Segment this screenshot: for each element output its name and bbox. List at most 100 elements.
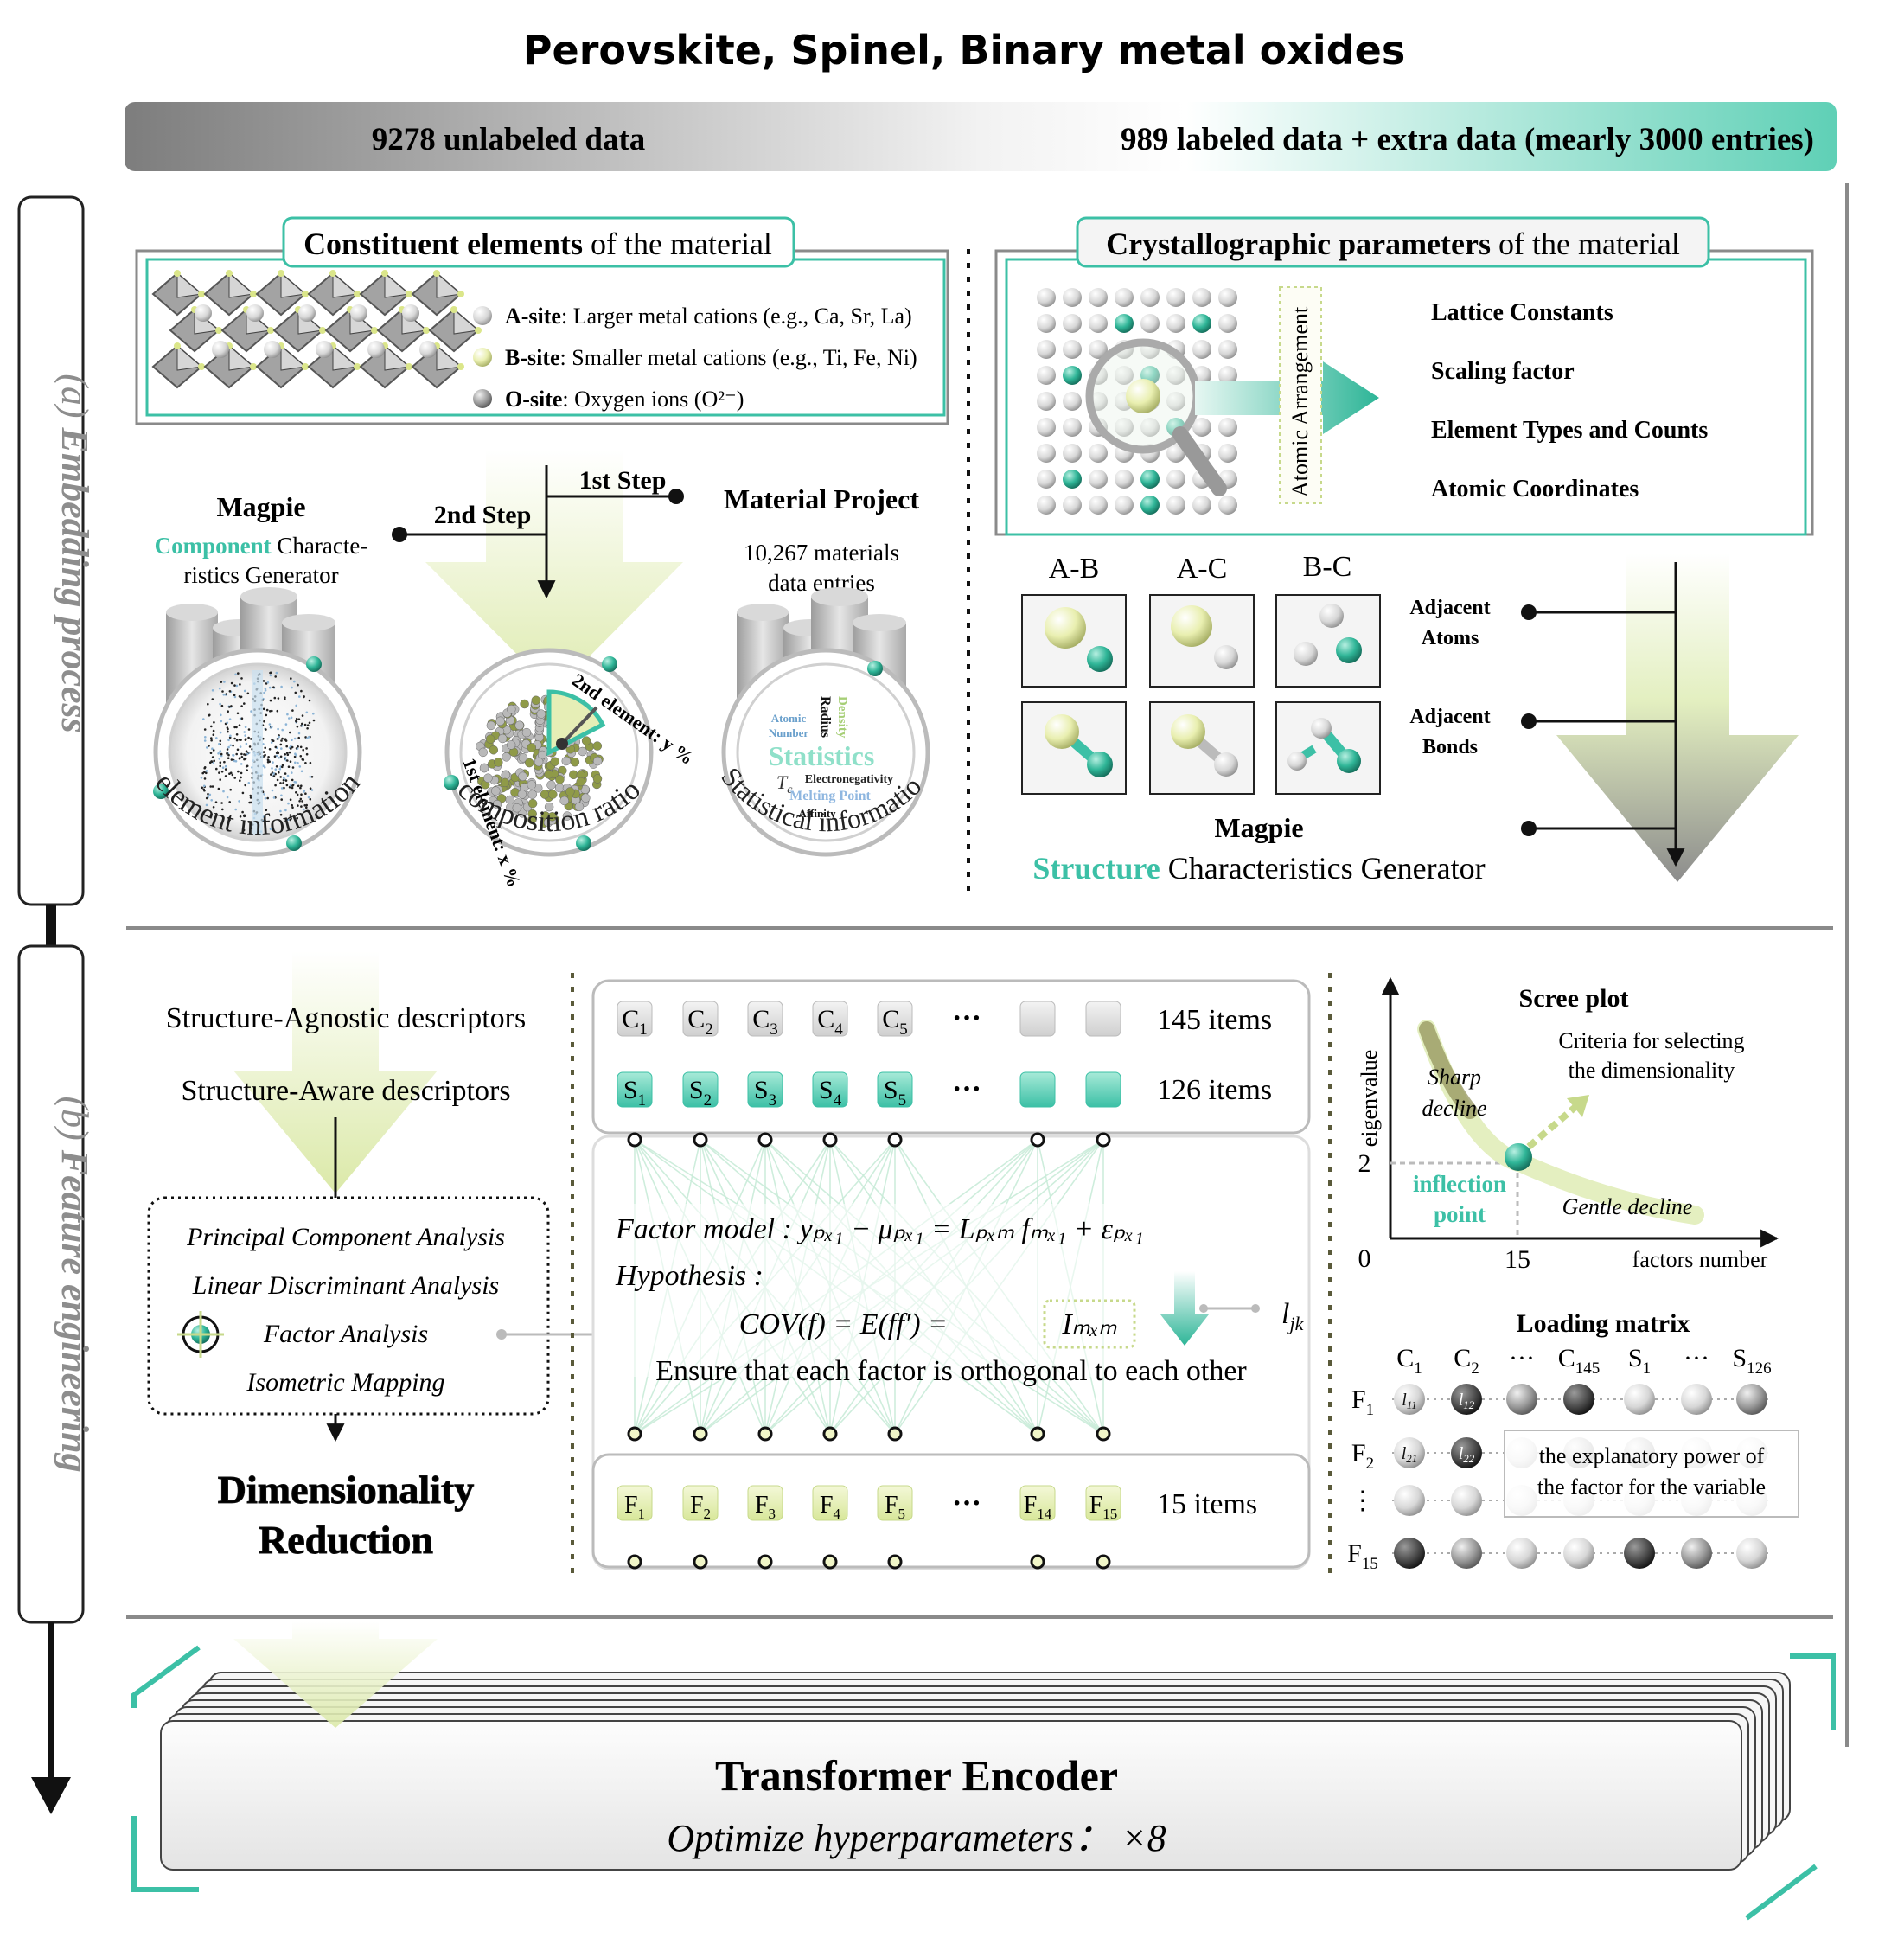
o-node (302, 363, 309, 370)
spray-dot (299, 786, 302, 790)
spray-dot (299, 755, 303, 758)
spray-dot (263, 691, 265, 694)
white-atom (1037, 496, 1056, 515)
spray-dot (241, 791, 245, 795)
spray-dot (264, 796, 267, 800)
granule (527, 743, 537, 752)
spray-dot (220, 704, 224, 707)
spray-dot (269, 699, 272, 702)
loading-col-label: ··· (1509, 1344, 1535, 1372)
f-box-label: F3 (755, 1492, 776, 1522)
pair-ball (1294, 642, 1318, 666)
a-site-ball (350, 304, 367, 322)
f-box (1085, 1485, 1121, 1521)
cloud-tc-sub: c (787, 784, 793, 796)
spray-dot (308, 721, 311, 725)
f-node-bottom (693, 1554, 708, 1570)
spray-dot (283, 786, 285, 790)
spray-dot (294, 761, 297, 764)
spray-dot (276, 709, 279, 713)
spray-dot (291, 806, 294, 809)
a-site-ball (212, 341, 229, 358)
white-atom (1192, 496, 1211, 515)
octahedron-face (384, 344, 411, 371)
spray-dot (247, 736, 250, 739)
spray-dot (240, 776, 242, 779)
spray-dot (298, 695, 301, 698)
spray-dot (269, 674, 272, 677)
white-atom (1166, 288, 1185, 307)
spray-dot (207, 702, 209, 706)
spray-dot (264, 819, 266, 822)
spray-dot (262, 751, 265, 753)
a-site-row: A-site: Larger metal cations (e.g., Ca, … (505, 304, 912, 329)
scree-title: Scree plot (1519, 984, 1629, 1013)
granule (554, 783, 565, 793)
granule (581, 736, 591, 745)
spray-dot (226, 748, 229, 751)
white-atom (1192, 340, 1211, 359)
spray-dot (243, 702, 246, 705)
spray-dot (275, 765, 278, 768)
spray-dot (219, 702, 221, 706)
spray-dot (227, 753, 230, 757)
spray-dot (240, 771, 243, 775)
granule (527, 815, 537, 825)
spray-dot (245, 764, 248, 768)
spray-dot (277, 697, 280, 700)
ellipsis: ··· (952, 1487, 981, 1519)
f-box (682, 1485, 719, 1521)
spray-dot (285, 745, 289, 748)
spray-dot (226, 726, 229, 729)
o-node (174, 342, 181, 349)
spray-dot (277, 738, 279, 740)
pair-b-c: B-C (1303, 551, 1352, 583)
white-atom (1115, 470, 1134, 489)
spray-dot (281, 765, 284, 769)
svg-text:Structure Characteristics Gene: Structure Characteristics Generator (1032, 851, 1485, 886)
reduction-down-arrow (233, 1621, 438, 1728)
white-atom (1037, 366, 1056, 385)
f-node-bottom (757, 1554, 773, 1570)
scree-plot: Scree plot eigenvalue factors number 0 2… (1357, 976, 1779, 1274)
spray-dot (211, 747, 214, 750)
a-site-ball (195, 304, 212, 322)
descriptor-down-arrow (233, 951, 438, 1193)
spray-dot (270, 773, 272, 776)
spray-dot (284, 696, 286, 699)
white-atom (1166, 470, 1185, 489)
loading-row-label: ⋮ (1350, 1487, 1376, 1515)
granule (536, 709, 546, 719)
granule (527, 798, 538, 809)
octahedron-face (453, 308, 480, 335)
f-node-bottom (822, 1554, 838, 1570)
teal-atom (1140, 496, 1160, 515)
white-atom (1218, 340, 1237, 359)
spray-dot (303, 695, 305, 698)
adjacent-atoms-line1: Adjacent (1409, 597, 1490, 619)
spray-dot (284, 820, 287, 823)
spray-dot (240, 756, 244, 758)
spray-dot (300, 805, 303, 808)
granule (497, 733, 508, 744)
spray-dot (284, 738, 287, 740)
white-atom (1089, 496, 1108, 515)
spray-dot (289, 818, 292, 822)
spray-dot (268, 723, 272, 726)
spray-dot (233, 694, 236, 696)
a-site-ball (402, 304, 419, 322)
granule (546, 780, 556, 790)
granule (492, 799, 502, 809)
down-arrow-head (31, 1777, 71, 1814)
f-box (747, 1485, 783, 1521)
spray-dot (278, 756, 280, 759)
loading-col-label: S1 (1628, 1344, 1651, 1378)
loading-cell (1681, 1384, 1712, 1415)
adjacent-atoms-line2: Atoms (1422, 627, 1479, 649)
spray-dot (272, 686, 275, 688)
spray-dot (293, 737, 297, 740)
spray-dot (284, 809, 287, 812)
spray-dot (236, 748, 240, 752)
o-node (278, 270, 284, 277)
spray-dot (205, 803, 208, 807)
